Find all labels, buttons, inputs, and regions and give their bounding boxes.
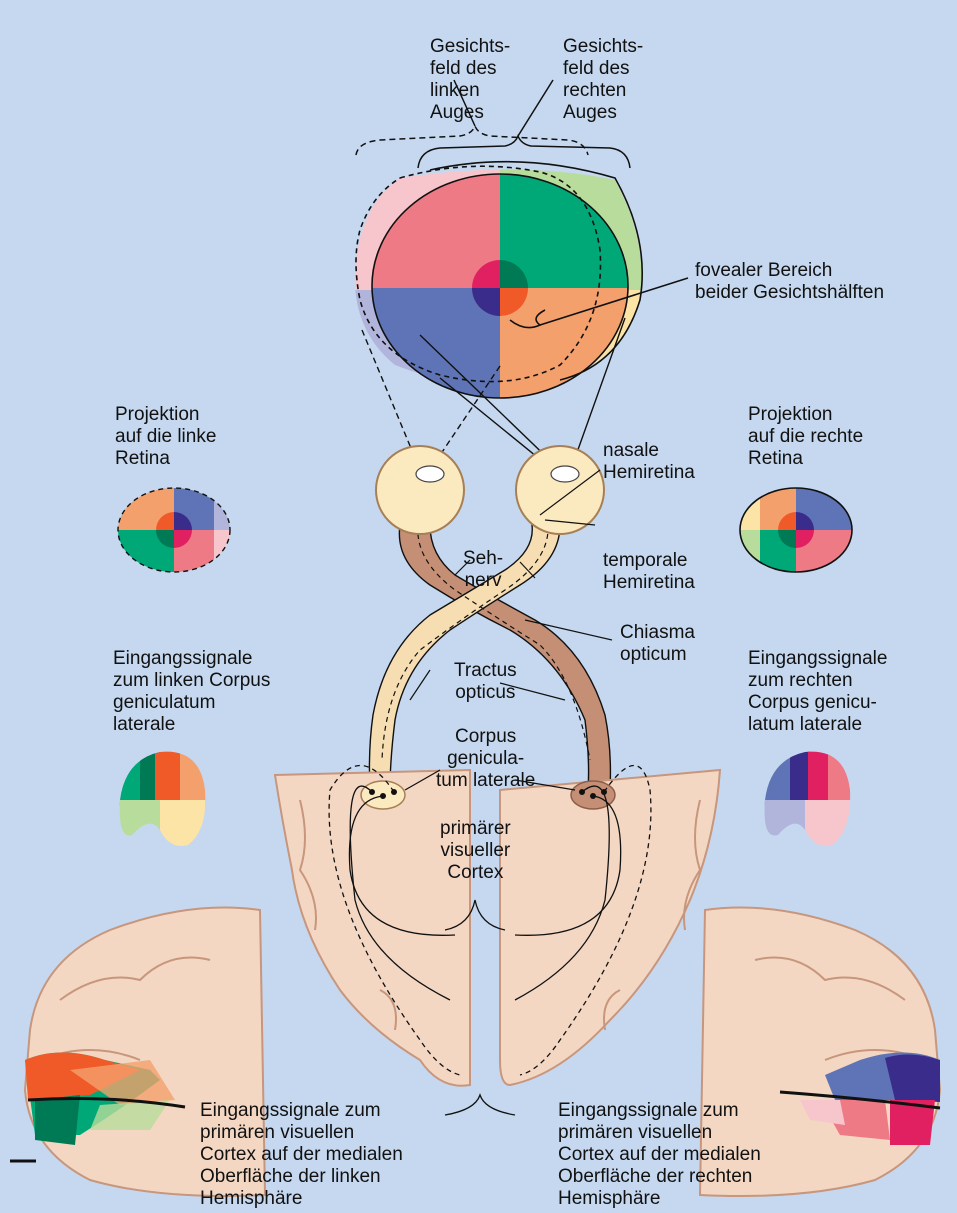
left-cortex-input-label: Eingangssignale zum primären visuellen C… <box>200 1100 403 1210</box>
lgn-label: Corpus genicula- tum laterale <box>436 726 535 792</box>
right-eye <box>516 446 604 534</box>
left-eye <box>376 446 464 534</box>
left-lgn-input <box>115 745 210 850</box>
right-lgn-input <box>760 745 858 850</box>
right-cortex-input-label: Eingangssignale zum primären visuellen C… <box>558 1100 761 1210</box>
fovea <box>472 260 528 316</box>
left-retina-projection <box>118 488 234 572</box>
foveal-area-label: fovealer Bereich beider Gesichtshälften <box>695 260 884 304</box>
left-retina-projection-label: Projektion auf die linke Retina <box>115 404 216 470</box>
optic-nerve-label: Seh- nerv <box>463 548 503 592</box>
chiasma-label: Chiasma opticum <box>620 622 695 666</box>
nasal-hemiretina-label: nasale Hemiretina <box>603 440 695 484</box>
right-eye-field-label: Gesichts- feld des rechten Auges <box>563 36 643 124</box>
right-lgn-input-label: Eingangssignale zum rechten Corpus genic… <box>748 648 887 736</box>
right-retina-projection-label: Projektion auf die rechte Retina <box>748 404 863 470</box>
left-lgn-input-label: Eingangssignale zum linken Corpus genicu… <box>113 648 270 736</box>
optic-tract-label: Tractus opticus <box>454 660 517 704</box>
left-eye-field-label: Gesichts- feld des linken Auges <box>430 36 510 124</box>
primary-visual-cortex-label: primärer visueller Cortex <box>440 818 511 884</box>
right-retina-projection <box>740 488 852 572</box>
temporal-hemiretina-label: temporale Hemiretina <box>603 550 695 594</box>
